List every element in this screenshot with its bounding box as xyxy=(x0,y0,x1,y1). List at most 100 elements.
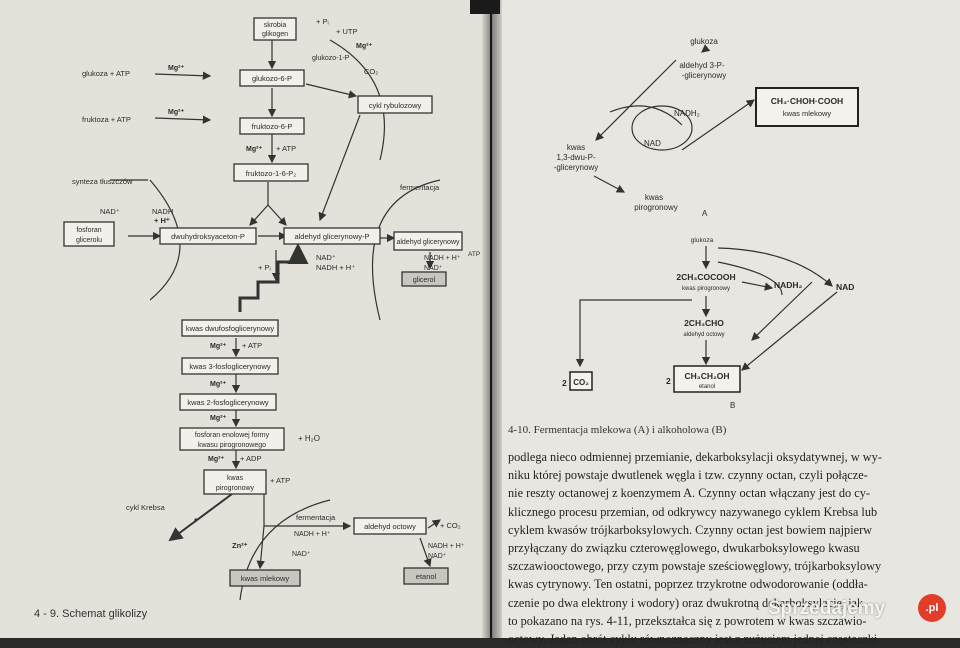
body-line: to pokazano na rys. 4-11, przekształca s… xyxy=(508,613,867,628)
box-etanol: etanol xyxy=(403,567,449,585)
label-atp-piro: + ATP xyxy=(270,476,290,485)
box-kwas-dwufosfo: kwas dwufosfoglicerynowy xyxy=(181,319,279,337)
book-gutter xyxy=(482,0,502,638)
fosforan-glicerolu-line1: fosforan xyxy=(76,227,101,234)
a-nad: NAD xyxy=(644,139,661,148)
kwas-3fosfo-label: kwas 3-fosfoglicerynowy xyxy=(189,362,271,371)
b-aldehyd-octowy: aldehyd octowy xyxy=(683,332,724,338)
a-kwas13-line1: kwas xyxy=(567,143,585,152)
kwas-pirogronowy-line2: pirogronowy xyxy=(216,485,255,492)
label-fermentacja-top: fermentacja xyxy=(400,183,440,192)
label-atp-dwufosfo: + ATP xyxy=(242,341,262,350)
watermark-text: Sprzedajemy xyxy=(768,598,886,619)
box-fosforan-enolowej: fosforan enolowej formy kwasu pirogronow… xyxy=(179,427,285,451)
fermentation-diagram: glukoza aldehyd 3-P- -glicerynowy CH₃·CH… xyxy=(554,37,859,410)
fruktozo-6p-label: fruktozo-6-P xyxy=(252,122,293,131)
label-nad-plus-right: NAD⁺ xyxy=(424,265,443,272)
label-zn: Zn²⁺ xyxy=(232,541,248,550)
label-atp-f6p: + ATP xyxy=(276,144,296,153)
body-line: kwas cytrynowy. Ten ostatni, poprzez trz… xyxy=(508,577,868,592)
label-nadh-h-right: NADH + H⁺ xyxy=(424,255,461,262)
figure-caption-left: 4 - 9. Schemat glikolizy xyxy=(34,608,148,620)
right-page xyxy=(492,0,960,638)
body-line: klicznego procesu przemian, od odkrywcy … xyxy=(508,504,878,519)
a-kwas13-line3: -glicerynowy xyxy=(554,163,598,172)
label-mg-3fosfo: Mg²⁺ xyxy=(210,381,226,388)
label-mg-dwufosfo: Mg²⁺ xyxy=(210,343,226,350)
fosforan-enolowej-line1: fosforan enolowej formy xyxy=(195,432,270,439)
label-atp-right: ATP xyxy=(468,251,480,258)
box-dwuhydroksyaceton: dwuhydroksyaceton-P xyxy=(159,227,257,245)
label-h2o: + H₂O xyxy=(298,434,320,443)
body-line: szczawiooctowego, przy czym powstaje sze… xyxy=(508,559,882,574)
label-mg-enol: Mg²⁺ xyxy=(208,456,224,463)
body-line: nie reszty octanowej z koenzymem A. Czyn… xyxy=(508,486,870,501)
label-nadh-h-mid: NADH + H⁺ xyxy=(316,263,355,272)
box-skrobia: skrobia glikogen xyxy=(253,17,297,41)
label-mg-fruktoza: Mg²⁺ xyxy=(168,109,184,116)
label-fruktoza-atp: fruktoza + ATP xyxy=(82,115,131,124)
label-glukoza-atp: glukoza + ATP xyxy=(82,69,130,78)
b-ch3cho: 2CH₃CHO xyxy=(684,318,724,328)
ink-dot xyxy=(194,518,198,522)
label-nad-plus-etanol: NAD⁺ xyxy=(428,553,447,560)
skrobia-line1: skrobia xyxy=(264,22,287,29)
body-line: niku której powstaje dwutlenek węgla i t… xyxy=(508,468,868,483)
label-fermentacja-bottom: fermentacja xyxy=(296,513,336,522)
box-kwas-pirogronowy: kwas pirogronowy xyxy=(203,469,267,495)
a-kwas13-line2: 1,3-dwu-P- xyxy=(556,153,595,162)
b-ch3ch2oh: CH₃CH₂OH xyxy=(684,371,729,381)
box-aldehyd-glicerynowy: aldehyd glicerynowy-P xyxy=(283,227,381,245)
label-nadh-left: NADH xyxy=(152,207,173,216)
box-kwas-mlekowy: kwas mlekowy xyxy=(229,569,301,587)
label-nad-plus-left: NAD⁺ xyxy=(100,207,120,216)
label-pi-mid: + Pᵢ xyxy=(258,263,271,272)
aldehyd-glicerynowy-right-label: aldehyd glicerynowy xyxy=(396,239,460,246)
glukozo-6p-label: glukozo-6-P xyxy=(252,74,292,83)
label-mg-glukoza: Mg²⁺ xyxy=(168,65,184,72)
body-line: cyklem kwasów trójkarboksylowych. Czynny… xyxy=(508,522,873,537)
b-nad: NAD xyxy=(836,282,854,292)
label-mg-top: Mg²⁺ xyxy=(356,43,372,50)
dwuhydroksyaceton-label: dwuhydroksyaceton-P xyxy=(171,232,245,241)
label-co2-bottom: + CO₂ xyxy=(440,521,461,530)
label-nad-plus-mid: NAD⁺ xyxy=(316,253,336,262)
label-cykl-krebsa: cykl Krebsa xyxy=(126,503,166,512)
cykl-rybulozowy-label: cykl rybulozowy xyxy=(369,101,422,110)
glycolysis-diagram: skrobia glikogen glukozo-6-P fruktozo-6-… xyxy=(63,17,480,601)
b-two-co2: 2 xyxy=(562,378,567,388)
body-text: podlega nieco odmiennej przemianie, deka… xyxy=(508,448,956,648)
kwas-dwufosfo-label: kwas dwufosfoglicerynowy xyxy=(186,324,275,333)
body-line: podlega nieco odmiennej przemianie, deka… xyxy=(508,450,882,464)
kwas-pirogronowy-line1: kwas xyxy=(227,475,243,482)
glicerol-label: glicerol xyxy=(413,277,436,284)
box-glukozo-6p: glukozo-6-P xyxy=(239,69,305,87)
label-co2-top: CO₂ xyxy=(364,67,378,76)
a-pirogronowy-line2: pirogronowy xyxy=(634,203,678,212)
label-mg-2fosfo: Mg²⁺ xyxy=(210,415,226,422)
box-aldehyd-octowy: aldehyd octowy xyxy=(353,517,427,535)
body-line: przyłączany do związku czterowęglowego, … xyxy=(508,541,860,556)
a-letter: A xyxy=(702,209,708,218)
fruktozo-16p-label: fruktozo-1-6-P₂ xyxy=(246,169,297,178)
box-kwas-2fosfo: kwas 2-fosfoglicerynowy xyxy=(179,393,277,411)
a-kwas-mlekowy-box: CH₃·CHOH·COOH kwas mlekowy xyxy=(755,87,859,127)
a-nadh2: NADH₂ xyxy=(674,109,700,118)
body-line: octowy. Jeden obrót cyklu równoznaczny j… xyxy=(508,632,878,647)
box-fruktozo-16p: fruktozo-1-6-P₂ xyxy=(233,163,309,182)
box-glicerol: glicerol xyxy=(401,271,447,287)
label-h-left: + H⁺ xyxy=(154,216,170,225)
figure-caption-right: 4-10. Fermentacja mlekowa (A) i alkoholo… xyxy=(508,424,727,436)
b-co2-box: CO₂ xyxy=(569,371,593,391)
label-synteza: synteza tłuszczów xyxy=(72,177,133,186)
a-kwas-mlekowy-formula: CH₃·CHOH·COOH xyxy=(771,96,843,106)
aldehyd-glicerynowy-label: aldehyd glicerynowy-P xyxy=(294,232,369,241)
b-letter: B xyxy=(730,401,735,410)
watermark-badge: .pl xyxy=(918,594,946,622)
skrobia-line2: glikogen xyxy=(262,31,288,38)
b-co2: CO₂ xyxy=(573,378,589,387)
body-line: czenie po dwa elektrony i wodory) oraz d… xyxy=(508,595,864,610)
kwas-2fosfo-label: kwas 2-fosfoglicerynowy xyxy=(187,398,269,407)
box-kwas-3fosfo: kwas 3-fosfoglicerynowy xyxy=(181,357,279,375)
b-kwas-pirogronowy: kwas pirogronowy xyxy=(682,286,730,292)
